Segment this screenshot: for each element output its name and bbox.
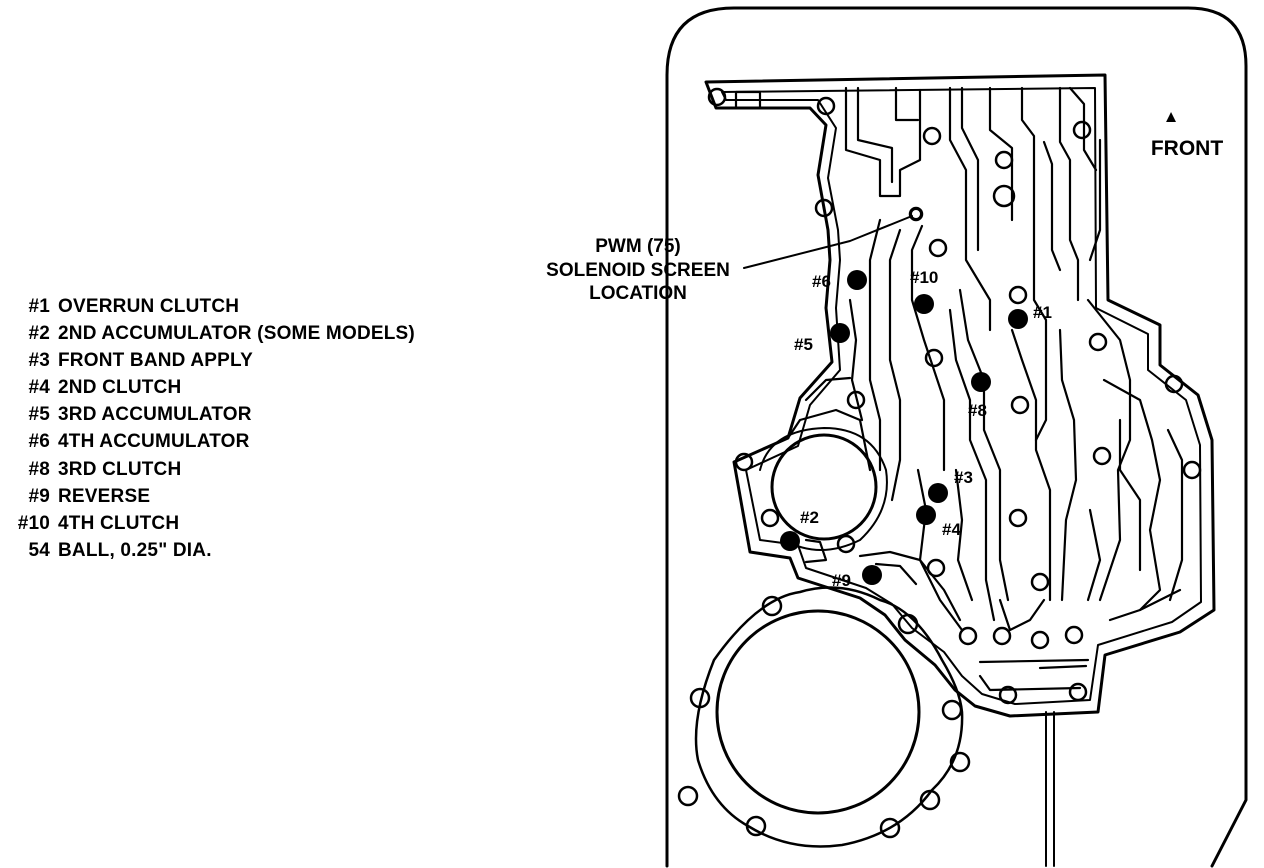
legend-desc: 4TH CLUTCH [58, 512, 180, 534]
legend-item: #6 4TH ACCUMULATOR [6, 428, 415, 455]
plate-outline [704, 73, 1216, 718]
ball-legend: #1 OVERRUN CLUTCH #2 2ND ACCUMULATOR (SOME… [6, 293, 415, 564]
pump-flange [694, 586, 964, 848]
callout-line-3: LOCATION [589, 283, 687, 304]
accumulator-rim [759, 427, 888, 551]
legend-desc: FRONT BAND APPLY [58, 350, 253, 372]
legend-id: #4 [28, 377, 50, 399]
legend-desc: 3RD CLUTCH [58, 458, 182, 480]
legend-desc: REVERSE [58, 485, 151, 507]
ball-label-4: #4 [942, 520, 961, 539]
check-ball-8 [971, 372, 991, 392]
check-ball-1 [1008, 309, 1028, 329]
check-ball-9 [862, 565, 882, 585]
ball-label-9: #9 [832, 571, 851, 590]
check-ball-3 [928, 483, 948, 503]
legend-item: #2 2ND ACCUMULATOR (SOME MODELS) [6, 320, 415, 347]
pwm-screen-marker [910, 208, 922, 220]
front-label: FRONT [1151, 137, 1223, 160]
ball-label-2: #2 [800, 508, 819, 527]
check-ball-2 [780, 531, 800, 551]
check-ball-4 [916, 505, 936, 525]
ball-label-8: #8 [968, 401, 987, 420]
ball-label-1: #1 [1033, 303, 1052, 322]
case-outline [665, 6, 1248, 868]
legend-item: #10 4TH CLUTCH [6, 510, 415, 537]
callout-line-2: SOLENOID SCREEN [546, 260, 730, 281]
legend-id: #10 [17, 512, 50, 534]
legend-desc: 2ND CLUTCH [58, 377, 182, 399]
legend-id: #8 [28, 458, 50, 480]
check-balls [780, 270, 1028, 585]
ball-label-10: #10 [910, 268, 938, 287]
legend-item: #3 FRONT BAND APPLY [6, 347, 415, 374]
legend-desc: BALL, 0.25" DIA. [58, 539, 212, 561]
legend-desc: OVERRUN CLUTCH [58, 296, 240, 317]
legend-id: #6 [28, 431, 50, 453]
legend-item: #8 3RD CLUTCH [6, 456, 415, 483]
legend-item: #5 3RD ACCUMULATOR [6, 401, 415, 428]
legend-id: #2 [28, 323, 50, 345]
check-ball-6 [847, 270, 867, 290]
ball-label-3: #3 [954, 468, 973, 487]
legend-id: #1 [28, 296, 50, 317]
accumulator-bore [770, 433, 878, 541]
check-ball-10 [914, 294, 934, 314]
legend-item: #1 OVERRUN CLUTCH [6, 293, 415, 320]
callout-line-1: PWM (75) [595, 236, 681, 257]
legend-item: #9 REVERSE [6, 483, 415, 510]
ball-label-5: #5 [794, 335, 813, 354]
front-arrow-icon: ▲ [1163, 107, 1180, 126]
legend-desc: 4TH ACCUMULATOR [58, 431, 250, 453]
legend-item: #4 2ND CLUTCH [6, 374, 415, 401]
ball-label-6: #6 [812, 272, 831, 291]
callout-leader-line [743, 215, 913, 269]
legend-id: 54 [28, 539, 50, 561]
pump-bore [715, 609, 921, 815]
legend-id: #5 [28, 404, 50, 426]
legend-item: 54 BALL, 0.25" DIA. [6, 537, 415, 564]
legend-id: #3 [28, 350, 50, 372]
legend-id: #9 [28, 485, 50, 507]
legend-desc: 3RD ACCUMULATOR [58, 404, 252, 426]
legend-desc: 2ND ACCUMULATOR (SOME MODELS) [58, 323, 415, 345]
check-ball-5 [830, 323, 850, 343]
fluid-passages [734, 86, 1184, 692]
